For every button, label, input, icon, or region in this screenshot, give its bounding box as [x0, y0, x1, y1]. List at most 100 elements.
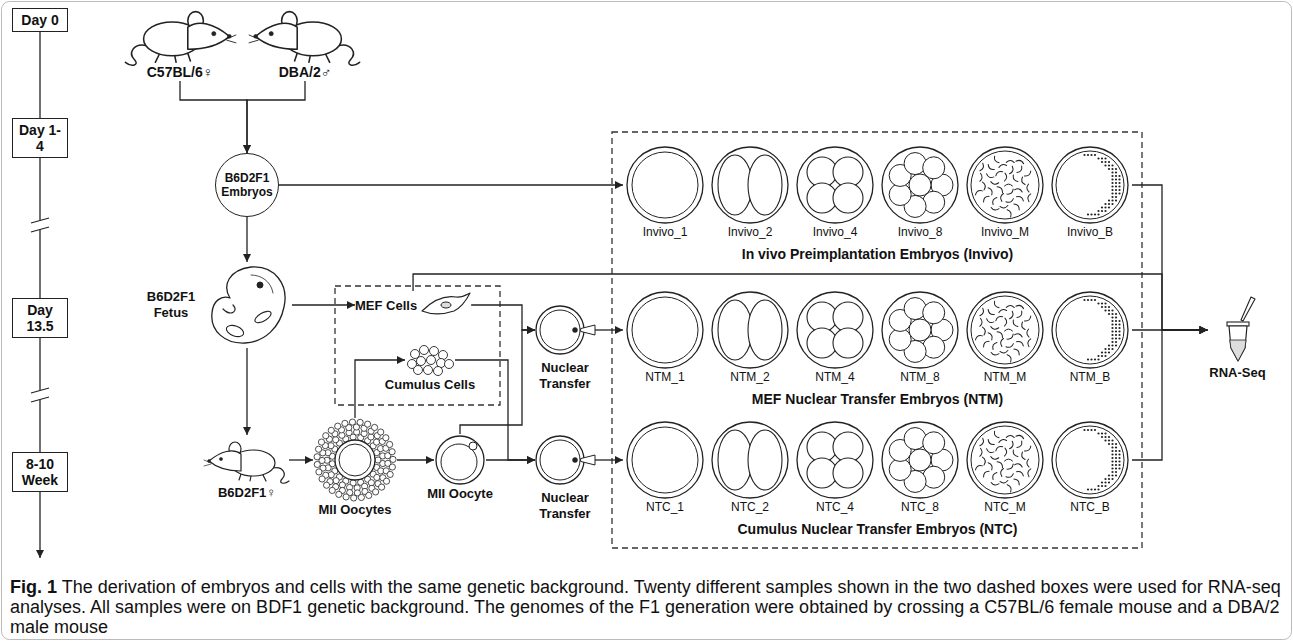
embryo-figure: NTC_1: [623, 420, 707, 515]
fetus-figure: B6D2F1 Fetus: [140, 262, 292, 348]
figure-label: RNA-Seq: [1190, 365, 1285, 381]
figure-label: Invivo_8: [878, 225, 962, 240]
figure-label: MEF Cells: [355, 298, 417, 313]
embryo-figure-art: [708, 145, 792, 225]
embryo-figure: NTC_2: [708, 420, 792, 515]
timeline-label: Day 13.5: [16, 302, 64, 334]
embryo-figure-art: [963, 420, 1047, 500]
connector-line: [595, 459, 623, 460]
connector-line: [1132, 185, 1208, 330]
embryo-figure: Invivo_B: [1048, 145, 1132, 240]
embryo-figure-art: [708, 290, 792, 370]
embryo-figure-art: [963, 290, 1047, 370]
embryo-figure-art: [708, 420, 792, 500]
embryo-figure-art: [963, 145, 1047, 225]
row-label: Cumulus Nuclear Transfer Embryos (NTC): [623, 521, 1132, 538]
axis-break: [31, 218, 49, 232]
connector-line: [246, 217, 247, 262]
embryo-figure-art: [793, 145, 877, 225]
oocyte-complex: MII Oocytes: [305, 418, 405, 518]
connector-line: [292, 304, 355, 305]
figure-label: NTC_1: [623, 500, 707, 515]
dashed-group-box: [335, 286, 500, 405]
embryo-figure: NTC_M: [963, 420, 1047, 515]
figure-label: NTC_M: [963, 500, 1047, 515]
figure-label: NTC_4: [793, 500, 877, 515]
connector-line: [595, 329, 623, 330]
figure-label: NTM_2: [708, 370, 792, 385]
mouse-figure-art: [245, 6, 365, 64]
embryo-figure: Invivo_2: [708, 145, 792, 240]
figure-label: Nuclear Transfer: [533, 490, 597, 522]
node-label: B6D2F1 Embryos: [216, 171, 278, 199]
mouse-figure: B6D2F1♀: [197, 435, 297, 501]
embryo-figure-art: [623, 145, 707, 225]
embryo-figure: NTM_1: [623, 290, 707, 385]
timeline-box: Day 1-4: [12, 118, 68, 158]
connector-line: [180, 81, 247, 153]
nuclear-transfer-art: [535, 300, 595, 360]
mouse-figure-art: [120, 6, 240, 64]
figure-label: NTM_B: [1048, 370, 1132, 385]
embryo-figure: NTM_M: [963, 290, 1047, 385]
connector-line: [486, 459, 535, 460]
figure-label: Nuclear Transfer: [533, 360, 597, 392]
embryo-figure: NTM_B: [1048, 290, 1132, 385]
figure-label: NTC_8: [878, 500, 962, 515]
connector-line: [39, 32, 40, 118]
figure-label: Invivo_B: [1048, 225, 1132, 240]
cell-icon-art: [421, 291, 471, 319]
connector-line: [1132, 330, 1208, 460]
timeline-box: Day 0: [12, 8, 68, 32]
timeline-box: 8-10 Week: [12, 452, 68, 492]
embryo-figure: Invivo_M: [963, 145, 1047, 240]
oocyte: MII Oocyte: [410, 434, 510, 502]
row-label: MEF Nuclear Transfer Embryos (NTM): [623, 391, 1132, 408]
figure-caption: Fig. 1 The derivation of embryos and cel…: [10, 577, 1283, 637]
figure-label: Invivo_M: [963, 225, 1047, 240]
connector-line: [279, 184, 623, 185]
embryo-figure-art: [793, 420, 877, 500]
embryo-figure-art: [1048, 420, 1132, 500]
figure-label: NTC_2: [708, 500, 792, 515]
embryo-figure-art: [623, 420, 707, 500]
figure-label: C57BL/6♀: [120, 64, 240, 81]
embryo-figure-art: [878, 145, 962, 225]
connector-line: [471, 305, 535, 330]
cell-icon: MEF Cells: [355, 291, 471, 319]
figure-label: Cumulus Cells: [380, 377, 480, 393]
fetus-figure-art: [202, 262, 292, 348]
figure-label: Invivo_2: [708, 225, 792, 240]
dashed-group-box: [612, 132, 1142, 548]
mouse-figure: DBA/2♂: [245, 6, 365, 81]
mouse-figure-art: [205, 435, 289, 485]
connector-line: [397, 459, 434, 460]
embryo-figure: NTM_8: [878, 290, 962, 385]
figure-label: Invivo_4: [793, 225, 877, 240]
oocyte-complex-art: [313, 418, 397, 502]
figure-label: B6D2F1♀: [197, 485, 297, 501]
figure-label: Invivo_1: [623, 225, 707, 240]
oocyte-art: [434, 434, 486, 486]
timeline-arrow: [39, 492, 40, 558]
embryo-figure: NTM_2: [708, 290, 792, 385]
figure-label: B6D2F1 Fetus: [140, 289, 202, 322]
embryo-circle: B6D2F1 Embryos: [215, 153, 279, 217]
figure-label: NTM_M: [963, 370, 1047, 385]
figure-label: NTC_B: [1048, 500, 1132, 515]
rna-seq-tube: RNA-Seq: [1190, 295, 1285, 381]
connector-line: [246, 348, 247, 435]
axis-break: [31, 388, 49, 402]
nuclear-transfer: Nuclear Transfer: [533, 430, 597, 522]
timeline-label: 8-10 Week: [16, 456, 64, 488]
nuclear-transfer: Nuclear Transfer: [533, 300, 597, 392]
row-label: In vivo Preimplantation Embryos (Invivo): [623, 246, 1132, 263]
figure-label: DBA/2♂: [245, 64, 365, 81]
cell-cluster: Cumulus Cells: [380, 343, 480, 393]
connector-line: [247, 81, 305, 153]
embryo-figure-art: [793, 290, 877, 370]
embryo-figure: NTC_4: [793, 420, 877, 515]
rna-seq-tube-art: [1208, 295, 1268, 365]
figure-label: NTM_8: [878, 370, 962, 385]
